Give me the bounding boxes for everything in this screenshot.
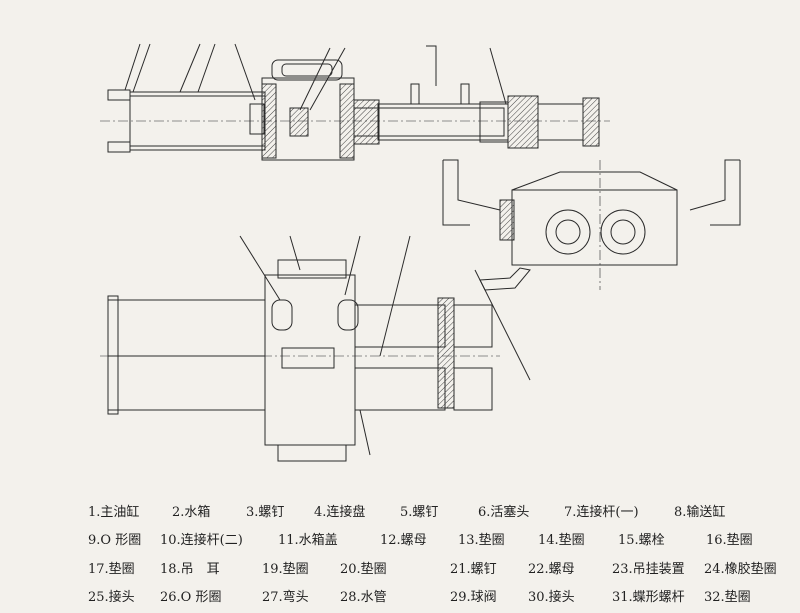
legend-item: 16.垫圈 (706, 533, 753, 549)
legend-row: 17.垫圈 18.吊 耳 19.垫圈 20.垫圈 21.螺钉 22.螺母 23.… (88, 553, 798, 582)
legend-row: 25.接头 26.O 形圈 27.弯头 28.水管 29.球阀 30.接头 31… (88, 582, 798, 611)
legend-item: 26.O 形圈 (160, 590, 222, 606)
legend-item: 13.垫圈 (458, 533, 505, 549)
legend-item: 6.活塞头 (478, 504, 530, 520)
legend-row: 9.O 形圈 10.连接杆(二) 11.水箱盖 12.螺母 13.垫圈 14.垫… (88, 525, 798, 554)
top-section-view (100, 43, 610, 161)
legend-item: 23.吊挂装置 (612, 561, 685, 577)
legend-item: 17.垫圈 (88, 561, 135, 577)
legend-row: 1.主油缸 2.水箱 3.螺钉 4.连接盘 5.螺钉 6.活塞头 7.连接杆(一… (88, 496, 798, 525)
legend-item: 8.输送缸 (674, 504, 726, 520)
legend-item: 2.水箱 (172, 504, 211, 520)
legend-item: 21.螺钉 (450, 561, 497, 577)
plan-view (100, 235, 531, 462)
legend-item: 14.垫圈 (538, 533, 585, 549)
legend-item: 15.螺栓 (618, 533, 665, 549)
legend-item: 19.垫圈 (262, 561, 309, 577)
legend-item: 1.主油缸 (88, 504, 140, 520)
legend-item: 31.蝶形螺杆 (612, 590, 685, 606)
legend-item: 24.橡胶垫圈 (704, 561, 777, 577)
legend-item: 11.水箱盖 (278, 533, 338, 549)
legend-item: 25.接头 (88, 590, 135, 606)
legend-item: 10.连接杆(二) (160, 533, 243, 549)
legend-item: 4.连接盘 (314, 504, 366, 520)
legend-item: 5.螺钉 (400, 504, 439, 520)
legend-item: 32.垫圈 (704, 590, 751, 606)
legend-item: 22.螺母 (528, 561, 575, 577)
legend-item: 3.螺钉 (246, 504, 285, 520)
legend-item: 18.吊 耳 (160, 561, 220, 577)
legend-item: 9.O 形圈 (88, 533, 142, 549)
legend-item: 30.接头 (528, 590, 575, 606)
side-view (442, 159, 741, 291)
legend-item: 7.连接杆(一) (564, 504, 639, 520)
legend-item: 12.螺母 (380, 533, 427, 549)
assembly-drawing (100, 43, 741, 462)
legend-item: 27.弯头 (262, 590, 309, 606)
parts-legend: 1.主油缸 2.水箱 3.螺钉 4.连接盘 5.螺钉 6.活塞头 7.连接杆(一… (88, 496, 798, 610)
legend-item: 29.球阀 (450, 590, 497, 606)
legend-item: 20.垫圈 (340, 561, 387, 577)
legend-item: 28.水管 (340, 590, 387, 606)
